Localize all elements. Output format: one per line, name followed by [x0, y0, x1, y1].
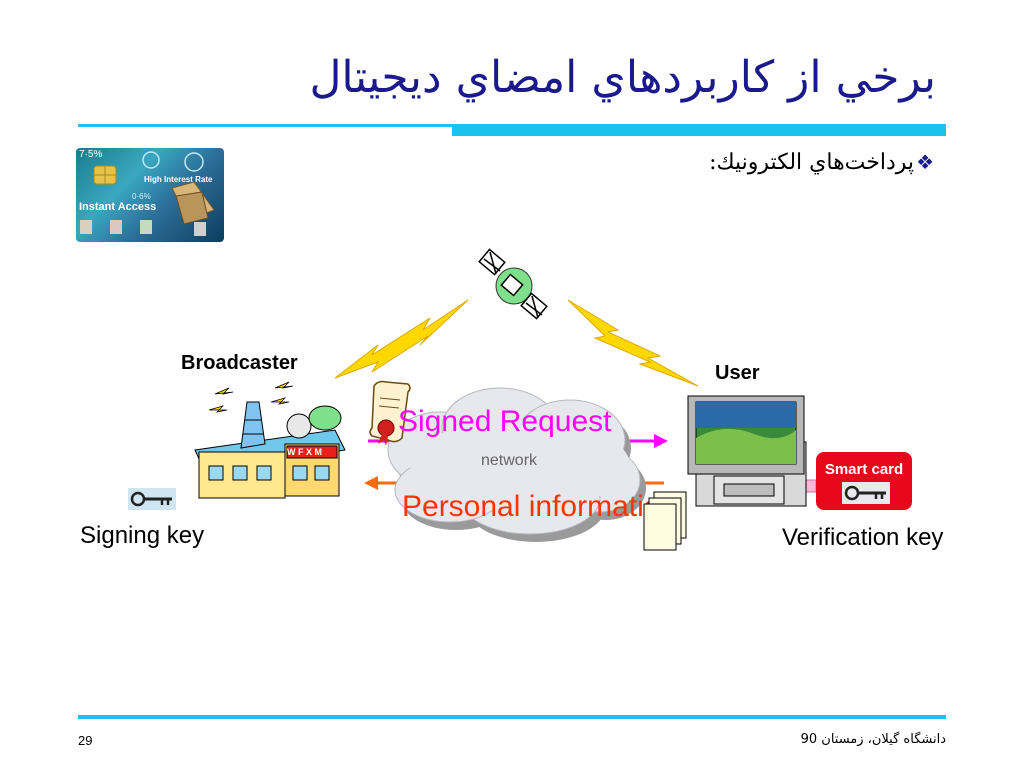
user-tv-monitor-icon [687, 395, 807, 507]
thumbnail-small-rate-text: 0·6% [132, 192, 151, 201]
personal-information-arrowhead-icon [364, 476, 378, 490]
smart-card-key-icon [842, 482, 890, 504]
thumbnail-access-text: Instant Access [79, 201, 157, 213]
smart-card-label: Smart card [824, 461, 904, 478]
footer-divider [78, 715, 946, 719]
signing-key-icon [128, 488, 176, 510]
footer-institution-text: دانشگاه گيلان، زمستان 90 [800, 732, 946, 747]
thumbnail-interest-text: High Interest Rate [144, 175, 213, 184]
signed-request-label: Signed Request [398, 405, 612, 438]
document-stack-icon [643, 491, 687, 551]
title-divider-thin [78, 124, 946, 127]
page-number: 29 [78, 733, 93, 748]
network-label: network [481, 452, 538, 469]
thumbnail-rate-text: 7·5% [79, 149, 103, 160]
broadcaster-station-icon [194, 381, 346, 499]
slide-title: برخي از کاربردهاي امضاي ديجيتال [309, 52, 936, 103]
left-lightning-icon [334, 299, 469, 379]
bullet-text: پرداخت‌هاي الکترونيك: [709, 150, 915, 175]
right-lightning-icon [567, 299, 699, 387]
diamond-bullet-icon: ❖ [916, 150, 934, 174]
certificate-scroll-icon [369, 380, 411, 446]
bullet-item: ❖پرداخت‌هاي الکترونيك: [709, 150, 934, 175]
satellite-icon [478, 248, 548, 320]
thumbnail-graphics [80, 151, 215, 236]
signed-request-arrowhead-icon [654, 434, 668, 448]
user-label: User [715, 362, 760, 384]
station-sign-text: W F X M [287, 447, 322, 457]
broadcaster-label: Broadcaster [181, 352, 298, 374]
banking-thumbnail-image: 7·5% 0·6% High Interest Rate Instant Acc… [76, 148, 224, 242]
personal-information-label: Personal information [402, 490, 678, 523]
title-divider-thick [452, 126, 946, 136]
network-cloud-icon [387, 387, 646, 542]
signing-key-label: Signing key [80, 522, 205, 549]
verification-key-label: Verification key [782, 524, 944, 551]
